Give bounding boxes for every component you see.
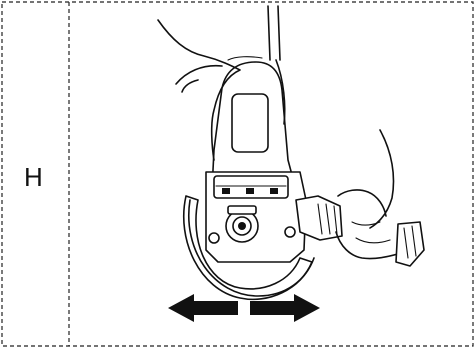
panel-label: H: [24, 162, 43, 192]
outer-dashed-frame: [1, 1, 474, 347]
head-vent-1: [222, 188, 230, 194]
side-handle-grip-1: [317, 203, 323, 235]
head-bolt-left: [208, 232, 220, 244]
head-plate: [213, 175, 289, 199]
spindle-hub: [238, 222, 246, 230]
spindle-mount: [227, 205, 257, 215]
head-vent-2: [246, 188, 254, 194]
handle-end-cap: [395, 221, 425, 267]
right-hand: [335, 129, 425, 267]
motor-housing: [211, 61, 297, 191]
side-handle: [295, 195, 343, 241]
angle-grinder: [182, 5, 343, 301]
arrow-right-icon: [250, 294, 320, 322]
arrow-left-icon: [168, 294, 238, 322]
head-vent-3: [270, 188, 278, 194]
head-bolt-right: [284, 226, 296, 238]
side-handle-grip-3: [333, 205, 338, 235]
housing-window: [231, 93, 269, 153]
power-cord: [267, 5, 281, 61]
grinding-disc: [188, 199, 315, 297]
top-hand: [157, 19, 286, 161]
side-handle-grip-2: [325, 203, 331, 235]
